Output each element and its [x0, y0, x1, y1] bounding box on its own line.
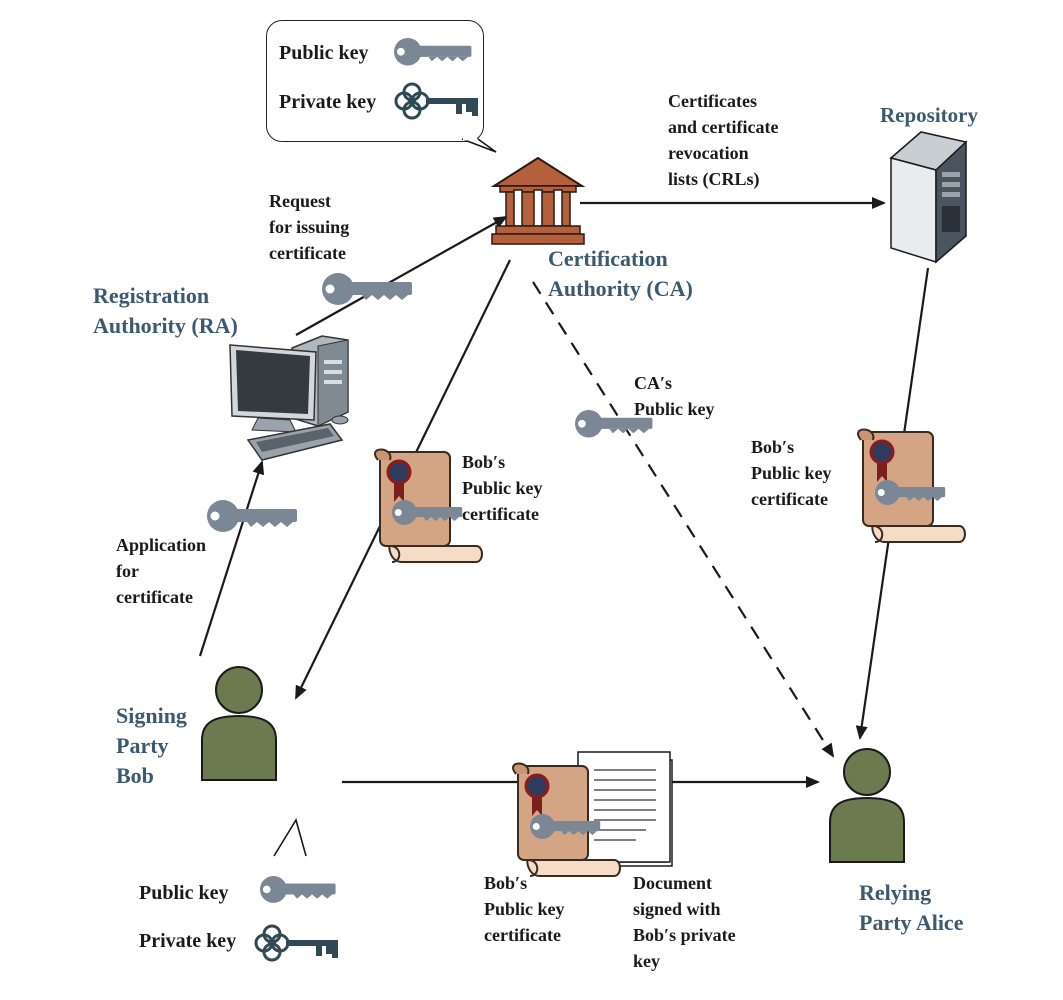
- bob-person-icon: [201, 666, 277, 781]
- ra-label: Registration Authority (RA): [93, 283, 238, 338]
- key-icon-bob-ra: [207, 500, 297, 532]
- ca-keys-callout: [266, 20, 484, 142]
- alice-person-icon: [829, 748, 905, 863]
- certificate-scroll-icon-right: [858, 430, 965, 543]
- ca-building-icon: [490, 156, 586, 245]
- bob-cert-bottom-label: Bob′s Public key certificate: [484, 873, 565, 945]
- bob-label: Signing Party Bob: [116, 703, 187, 788]
- edge-bob-to-ra: [198, 460, 265, 657]
- repository-label: Repository: [880, 103, 978, 127]
- edge-ra-to-ca: [295, 216, 508, 336]
- repository-server-icon: [889, 131, 968, 264]
- request-label: Request for issuing certificate: [269, 191, 350, 263]
- ca-private-key-label: Private key: [279, 91, 377, 113]
- crls-label: Certificates and certificate revocation …: [668, 91, 779, 189]
- signed-document-icon: [577, 751, 673, 867]
- bob-cert-mid-label: Bob′s Public key certificate: [462, 452, 543, 524]
- ca-public-key-edge-label: CA′s Public key: [634, 373, 715, 419]
- bob-private-key-label: Private key: [139, 930, 237, 952]
- application-label: Application for certificate: [116, 535, 207, 607]
- edge-ca-to-alice-dashed: [532, 281, 835, 758]
- bob-cert-right-label: Bob′s Public key certificate: [751, 437, 832, 509]
- bob-public-key-label: Public key: [139, 882, 229, 904]
- alice-label: Relying Party Alice: [859, 880, 964, 935]
- ra-computer-icon: [229, 335, 349, 461]
- ca-label: Certification Authority (CA): [548, 246, 693, 301]
- ca-public-key-label: Public key: [279, 42, 369, 64]
- document-label: Document signed with Bob′s private key: [633, 873, 736, 971]
